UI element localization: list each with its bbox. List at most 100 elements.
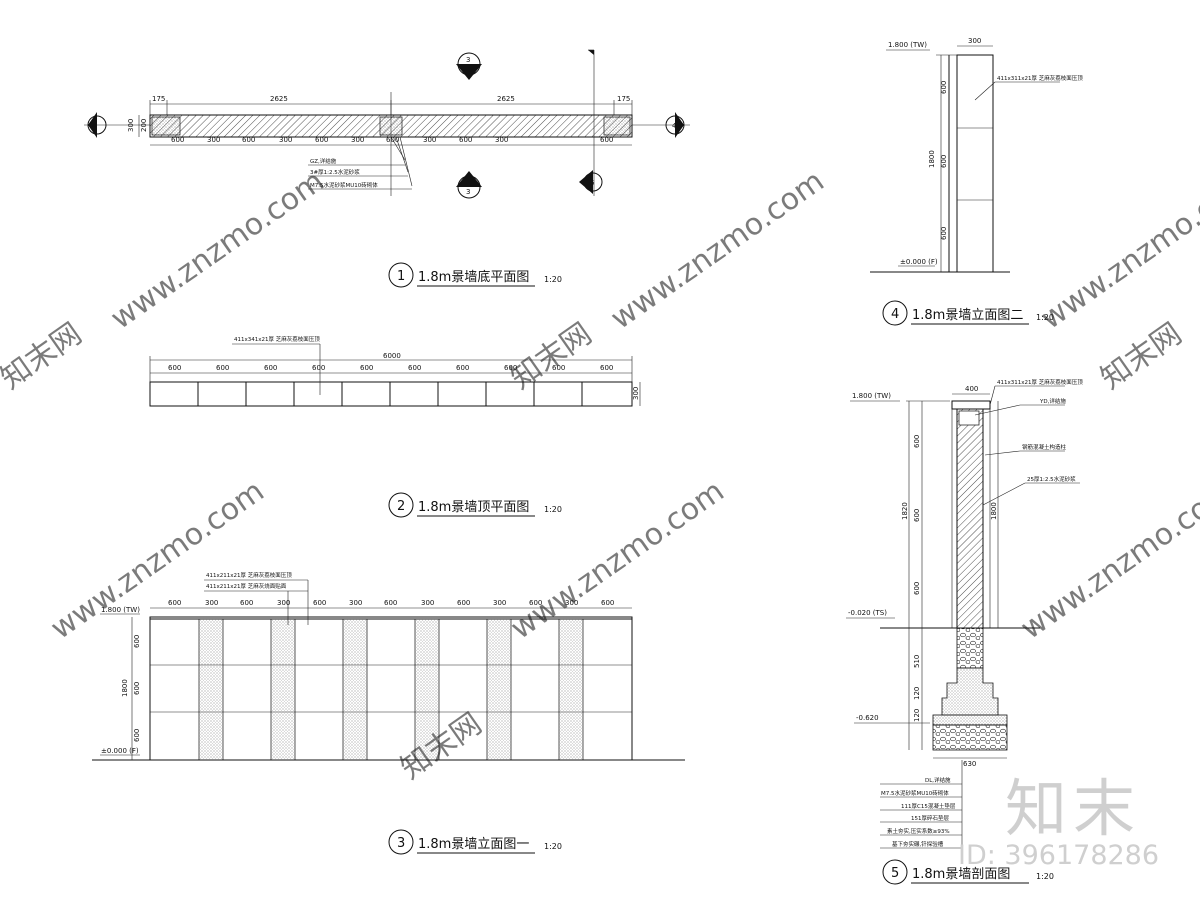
dim-label: 600: [384, 599, 397, 607]
dim-label: 600: [529, 599, 542, 607]
dim-label: 300: [968, 37, 981, 45]
dim-label: 1820: [901, 502, 909, 520]
svg-text:3: 3: [466, 188, 470, 196]
level-label: -0.620: [856, 714, 879, 722]
annotation-note: YD,详结施: [1039, 397, 1066, 405]
annotation-note: M7.5水泥砂浆MU10砖砌体: [881, 789, 949, 797]
annotation-note: 钢筋混凝土构造柱: [1022, 443, 1067, 451]
dim-label: 300: [205, 599, 218, 607]
dim-label: 600: [552, 364, 565, 372]
caption-scale: 1:20: [1036, 872, 1054, 881]
watermark-text: 知末网: [395, 706, 489, 786]
watermark-text: www.znzmo.com: [1015, 474, 1200, 647]
dim-label: 1800: [928, 150, 936, 168]
dim-label: 600: [600, 136, 613, 144]
watermarks: www.znzmo.com www.znzmo.com www.znzmo.co…: [0, 164, 1200, 787]
dim-label: 300: [127, 119, 135, 132]
caption-number: 4: [891, 307, 899, 322]
dim-label: 300: [495, 136, 508, 144]
dim-label: 600: [133, 635, 141, 648]
dim-label: 600: [313, 599, 326, 607]
watermark-text: www.znzmo.com: [1035, 164, 1200, 337]
svg-text:4: 4: [92, 122, 97, 130]
dim-label: 600: [315, 136, 328, 144]
annotation-note: 411x311x21厚 芝麻灰荔枝面压顶: [997, 378, 1083, 386]
watermark-text: 知末网: [1095, 316, 1189, 396]
watermark-text: www.znzmo.com: [105, 164, 331, 337]
drawing-caption: 5 1.8m景墙剖面图 1:20: [882, 859, 1054, 885]
dim-label: 300: [565, 599, 578, 607]
dim-label: 300: [207, 136, 220, 144]
dim-label: 200: [140, 119, 148, 132]
level-label: ±0.000 (F): [900, 258, 938, 266]
annotation-note: 111厚C15混凝土垫层: [901, 802, 956, 810]
level-label: 1.800 (TW): [852, 392, 891, 400]
svg-text:3: 3: [466, 56, 470, 64]
dim-label: 600: [168, 364, 181, 372]
watermark-text: www.znzmo.com: [505, 474, 731, 647]
annotation-note: 25厚1:2.5水泥砂浆: [1027, 475, 1076, 483]
svg-text:4: 4: [672, 122, 677, 130]
dim-label: 600: [216, 364, 229, 372]
annotation-note: 素土夯实,压实系数≥93%: [887, 827, 950, 835]
dim-label: 600: [913, 509, 921, 522]
level-label: ±0.000 (F): [101, 747, 139, 755]
annotation-note: 411x341x21厚 芝麻灰荔枝面压顶: [234, 335, 320, 343]
annotation-note: GZ,详结施: [310, 157, 337, 165]
drawing-caption: 4 1.8m景墙立面图二 1:20: [882, 300, 1054, 326]
dim-label: 600: [459, 136, 472, 144]
dim-label: 2625: [270, 95, 288, 103]
caption-title: 1.8m景墙顶平面图: [418, 500, 529, 515]
dim-label: 1800: [121, 679, 129, 697]
dim-label: 600: [360, 364, 373, 372]
dim-label: 300: [632, 387, 640, 400]
caption-number: 2: [397, 499, 405, 514]
section-marker-icon: 4: [84, 112, 150, 138]
annotation-note: 基下夯实碾,钎探验槽: [892, 840, 944, 848]
dim-label: 600: [940, 81, 948, 94]
caption-number: 3: [397, 836, 405, 851]
dim-label: 600: [312, 364, 325, 372]
drawing-4-elevation-two: 300 1.800 (TW) 600 600 600 1800 ±0.000 (…: [870, 37, 1083, 326]
annotation-note: 411x211x21厚 芝麻灰烧面贴面: [206, 582, 287, 590]
annotation-note: 411x311x21厚 芝麻灰荔枝面压顶: [997, 74, 1083, 82]
caption-scale: 1:20: [544, 505, 562, 514]
dim-label: 600: [600, 364, 613, 372]
dim-label: 630: [963, 760, 976, 768]
dim-label: 600: [940, 227, 948, 240]
watermark-text: www.znzmo.com: [45, 474, 271, 647]
drawing-caption: 3 1.8m景墙立面图一 1:20: [388, 829, 562, 855]
section-marker-icon: 3: [456, 52, 482, 80]
level-label: 1.800 (TW): [101, 606, 140, 614]
annotation-note: DL,详结施: [925, 776, 951, 784]
caption-scale: 1:20: [1036, 313, 1054, 322]
caption-number: 1: [397, 269, 405, 284]
level-label: 1.800 (TW): [888, 41, 927, 49]
dim-label: 1800: [990, 502, 998, 520]
dim-label: 600: [133, 682, 141, 695]
caption-scale: 1:20: [544, 842, 562, 851]
caption-title: 1.8m景墙立面图一: [418, 837, 529, 852]
dim-label: 600: [504, 364, 517, 372]
dim-label: 120: [913, 687, 921, 700]
dim-label: 600: [913, 582, 921, 595]
drawing-2-top-plan: 6000 600 600 600 600 600 600 600 600 600…: [149, 335, 641, 518]
brand-logo: 知末: [1005, 772, 1142, 845]
caption-title: 1.8m景墙剖面图: [912, 867, 1010, 882]
brand-id: ID: 396178286: [958, 840, 1160, 871]
dim-label: 600: [168, 599, 181, 607]
drawing-caption: 2 1.8m景墙顶平面图 1:20: [388, 492, 562, 518]
dim-label: 300: [421, 599, 434, 607]
watermark-text: 知末网: [0, 316, 88, 396]
dim-label: 6000: [383, 352, 401, 360]
drawing-1-base-plan: 175 2625 2625 175 300 200 600 300 600 30…: [84, 49, 690, 288]
dim-label: 600: [133, 729, 141, 742]
drawing-caption: 1 1.8m景墙底平面图 1:20: [388, 262, 562, 288]
caption-scale: 1:20: [544, 275, 562, 284]
drawing-3-elevation-one: 411x211x21厚 芝麻灰荔枝面压顶 411x211x21厚 芝麻灰烧面贴面…: [92, 571, 685, 855]
section-marker-icon: 3: [456, 171, 482, 199]
dim-label: 600: [913, 435, 921, 448]
dim-label: 600: [457, 599, 470, 607]
dim-label: 175: [152, 95, 165, 103]
